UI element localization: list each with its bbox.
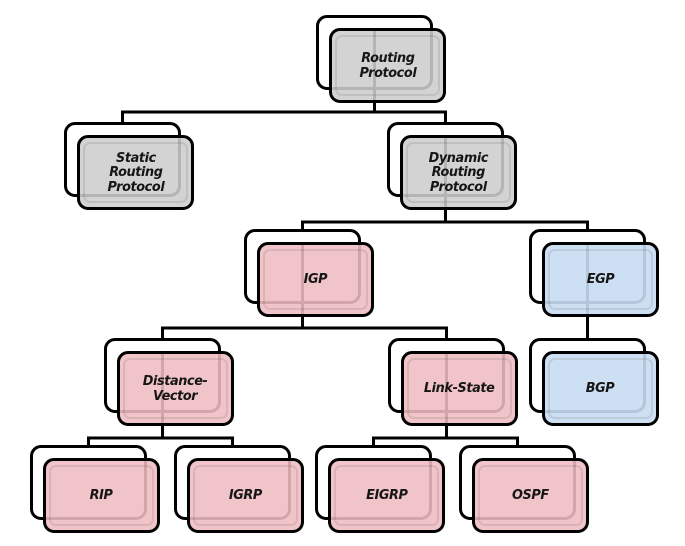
label-line: EIGRP bbox=[365, 487, 408, 504]
node-label: IGRP bbox=[229, 488, 262, 503]
node-card: Routing Protocol bbox=[329, 28, 446, 103]
node-bgp: BGP bbox=[529, 338, 659, 426]
node-label: IGP bbox=[304, 272, 328, 287]
node-distance-vector: Distance- Vector bbox=[104, 338, 234, 426]
label-line: Vector bbox=[153, 387, 198, 404]
label-line: Routing bbox=[360, 50, 415, 66]
node-card: BGP bbox=[542, 351, 659, 426]
node-card: IGP bbox=[257, 242, 374, 317]
node-card: IGRP bbox=[187, 458, 304, 533]
node-rip: RIP bbox=[30, 445, 160, 533]
node-card: Link-State bbox=[401, 351, 518, 426]
label-line: OSPF bbox=[512, 487, 549, 504]
node-ospf: OSPF bbox=[459, 445, 589, 533]
label-line: Protocol bbox=[359, 64, 416, 81]
node-igrp: IGRP bbox=[174, 445, 304, 533]
node-card: Static Routing Protocol bbox=[77, 135, 194, 210]
connector-routing-children bbox=[121, 110, 447, 122]
label-line: Protocol bbox=[430, 178, 487, 195]
node-label: EGP bbox=[587, 272, 615, 287]
label-line: RIP bbox=[90, 487, 113, 504]
label-line: Link-State bbox=[424, 380, 495, 397]
node-card: Dynamic Routing Protocol bbox=[400, 135, 517, 210]
label-line: IGP bbox=[303, 271, 328, 288]
connector-igp-children bbox=[161, 326, 448, 338]
label-line: Routing bbox=[108, 164, 163, 181]
label-line: Static bbox=[115, 149, 156, 166]
node-static-routing-protocol: Static Routing Protocol bbox=[64, 122, 194, 210]
label-line: Distance- bbox=[143, 373, 208, 389]
node-label: EIGRP bbox=[365, 487, 408, 504]
node-label: OSPF bbox=[512, 488, 549, 503]
node-routing-protocol: Routing Protocol bbox=[316, 15, 446, 103]
label-line: Routing bbox=[431, 164, 486, 181]
node-label: RIP bbox=[90, 488, 113, 503]
node-card: Distance- Vector bbox=[117, 351, 234, 426]
node-dynamic-routing-protocol: Dynamic Routing Protocol bbox=[387, 122, 517, 210]
label-line: BGP bbox=[586, 380, 615, 397]
connector-distance-vector-children bbox=[87, 436, 234, 445]
connector-dynamic-children bbox=[301, 220, 589, 229]
node-label: Routing Protocol bbox=[359, 51, 416, 80]
node-card: RIP bbox=[43, 458, 160, 533]
node-link-state: Link-State bbox=[388, 338, 518, 426]
node-card: EGP bbox=[542, 242, 659, 317]
node-eigrp: EIGRP bbox=[315, 445, 445, 533]
node-label: BGP bbox=[586, 381, 615, 396]
node-igp: IGP bbox=[244, 229, 374, 317]
node-label: Link-State bbox=[424, 381, 495, 396]
node-label: Distance- Vector bbox=[143, 374, 208, 403]
node-card: EIGRP bbox=[328, 458, 445, 533]
label-line: Protocol bbox=[107, 178, 164, 195]
node-label: Static Routing Protocol bbox=[107, 151, 164, 195]
label-line: Dynamic bbox=[428, 149, 489, 166]
label-line: IGRP bbox=[228, 487, 263, 504]
connector-link-state-children bbox=[372, 436, 519, 445]
label-line: EGP bbox=[586, 271, 615, 288]
node-label: Dynamic Routing Protocol bbox=[428, 149, 489, 195]
node-card: OSPF bbox=[472, 458, 589, 533]
node-egp: EGP bbox=[529, 229, 659, 317]
